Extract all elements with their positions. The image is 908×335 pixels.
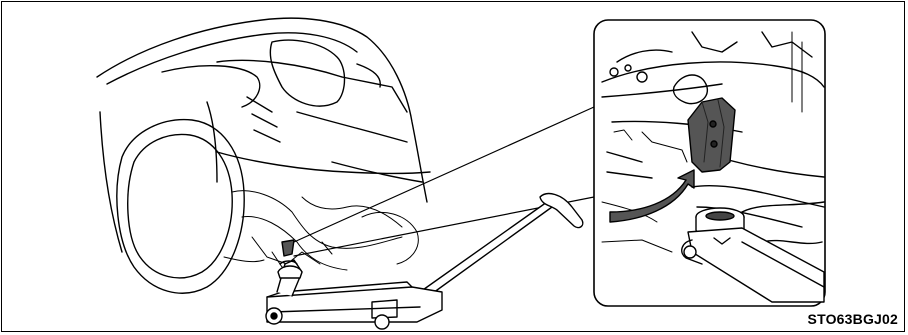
vehicle-rear-body: [97, 18, 430, 202]
car-jack-point: [282, 240, 294, 256]
floor-jack: [266, 194, 583, 329]
rear-tire: [100, 112, 244, 293]
undercarriage: [224, 191, 418, 272]
detail-inset: [594, 20, 825, 306]
figure-code: STO63BGJ02: [808, 311, 898, 327]
callout-lines: [294, 107, 594, 256]
